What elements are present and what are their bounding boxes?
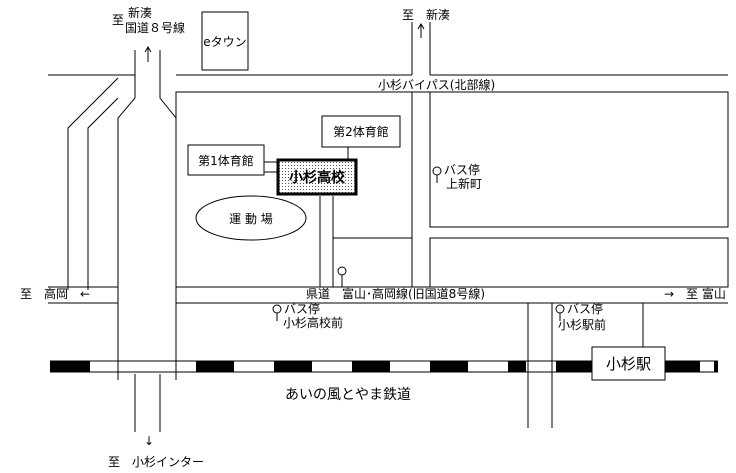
- label-kosugi-station-mae: 小杉駅前: [558, 318, 607, 332]
- railway-segment: [508, 361, 526, 372]
- bus-stop-icon: [432, 166, 442, 176]
- route8-road-right-edge: [159, 50, 177, 380]
- school-building: [276, 158, 358, 196]
- route8-road-left-edge: [117, 50, 136, 380]
- label-gym1: 第1体育館: [198, 153, 254, 168]
- playground-field: [195, 195, 307, 241]
- label-gym2: 第2体育館: [333, 125, 389, 139]
- label-school: 小杉高校: [289, 170, 345, 186]
- west-diagonal-road-outer: [67, 77, 119, 290]
- label-railway: あいの風とやま鉄道: [285, 387, 411, 403]
- label-to-prefix: 至: [112, 13, 125, 27]
- east-block: [429, 237, 729, 288]
- railway-segment: [665, 361, 700, 372]
- west-diagonal-road-inner: [87, 97, 119, 290]
- railway-segment: [430, 361, 468, 372]
- north-east-block: [429, 91, 729, 228]
- label-playground: 運 動 場: [229, 211, 273, 226]
- label-bus-stop: バス停: [284, 302, 321, 316]
- label-e-town: eタウン: [203, 34, 247, 49]
- bus-stop-icon: [272, 304, 282, 314]
- railway-segment: [50, 361, 90, 372]
- label-kamishinmachi: 上新町: [446, 177, 483, 191]
- small-center-block: [332, 237, 413, 288]
- bus-stop-icon: [555, 304, 565, 314]
- label-bus-stop: バス停: [444, 163, 481, 177]
- railway-segment: [274, 361, 312, 372]
- label-to-shinminato-right: 至 新湊: [402, 8, 451, 22]
- label-south-arrow: ↓: [144, 434, 155, 448]
- railway-segment: [714, 361, 718, 372]
- railway-segment: [556, 361, 592, 372]
- railway-segment: [196, 361, 234, 372]
- bus-stop-icon: [337, 266, 347, 276]
- label-kosugi-bypass: 小杉バイパス(北部線): [378, 78, 496, 92]
- label-to-takaoka: 至 高岡 ←: [20, 287, 91, 301]
- label-kosugi-high-mae: 小杉高校前: [283, 316, 344, 330]
- label-shinminato: 新湊: [128, 6, 153, 20]
- label-to-kosugi-ic: 至 小杉インター: [108, 455, 205, 469]
- e-town-building: [201, 11, 249, 71]
- kosugi-station-building: [591, 346, 666, 381]
- gym2-building: [321, 115, 401, 148]
- railway-segment: [352, 361, 390, 372]
- label-to-toyama: → 至 富山: [664, 287, 726, 301]
- label-bus-stop: バス停: [567, 302, 604, 316]
- label-kosugi-station: 小杉駅: [605, 355, 651, 373]
- gym1-building: [187, 144, 265, 176]
- label-route8: 国道８号線: [125, 21, 186, 35]
- label-prefectural-road: 県道 富山･高岡線(旧国道8号線): [306, 287, 485, 301]
